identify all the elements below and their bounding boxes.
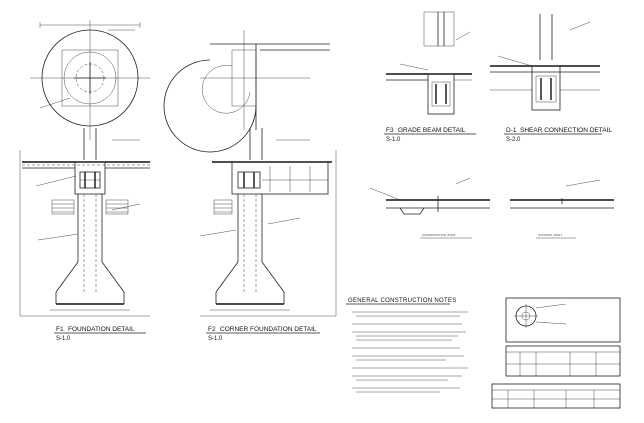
notes-heading: GENERAL CONSTRUCTION NOTES — [348, 298, 457, 304]
construction-joint-detail: CONSTRUCTION JOINT — [370, 178, 490, 238]
f2-detail-title: CORNER FOUNDATION DETAIL — [220, 326, 317, 333]
f3-detail-title: GRADE BEAM DETAIL — [398, 127, 466, 134]
f2-section-view — [200, 150, 336, 316]
f1-title-block: F1 FOUNDATION DETAIL S-1.0 — [54, 326, 146, 342]
f2-plan-view — [164, 30, 330, 152]
shear-connection-detail-d1: D-1 SHEAR CONNECTION DETAIL S-2.0 — [490, 14, 612, 143]
f2-title-block: F2 CORNER FOUNDATION DETAIL S-1.0 — [206, 326, 320, 342]
construction-joint-label: CONSTRUCTION JOINT — [422, 233, 456, 237]
f2-detail-id: F2 — [208, 326, 216, 333]
schedule-table-upper — [506, 346, 620, 376]
grade-beam-detail-f3: F3 GRADE BEAM DETAIL S-1.0 — [384, 12, 476, 143]
f3-detail-id: F3 — [386, 127, 394, 134]
schedule-table-lower — [492, 384, 620, 408]
d1-title-block: D-1 SHEAR CONNECTION DETAIL S-2.0 — [504, 127, 612, 143]
corner-foundation-detail-f2: F2 CORNER FOUNDATION DETAIL S-1.0 — [164, 30, 336, 342]
control-joint-detail: CONTROL JOINT — [510, 180, 614, 238]
f1-detail-id: F1 — [56, 326, 64, 333]
d1-detail-title: SHEAR CONNECTION DETAIL — [520, 127, 612, 134]
f3-sheet-number: S-1.0 — [386, 137, 401, 143]
control-joint-label: CONTROL JOINT — [538, 233, 562, 237]
f2-sheet-number: S-1.0 — [208, 336, 223, 342]
anchor-key-plan — [506, 298, 620, 342]
d1-sheet-number: S-2.0 — [506, 137, 521, 143]
foundation-detail-f1: F1 FOUNDATION DETAIL S-1.0 — [20, 20, 150, 342]
notes-text-lines — [352, 312, 468, 392]
f1-sheet-number: S-1.0 — [56, 336, 71, 342]
f3-title-block: F3 GRADE BEAM DETAIL S-1.0 — [384, 127, 476, 143]
d1-detail-id: D-1 — [506, 127, 517, 134]
f1-detail-title: FOUNDATION DETAIL — [68, 326, 135, 333]
general-construction-notes: GENERAL CONSTRUCTION NOTES — [346, 298, 468, 392]
f1-section-view — [20, 150, 150, 316]
f1-plan-view — [30, 20, 150, 140]
